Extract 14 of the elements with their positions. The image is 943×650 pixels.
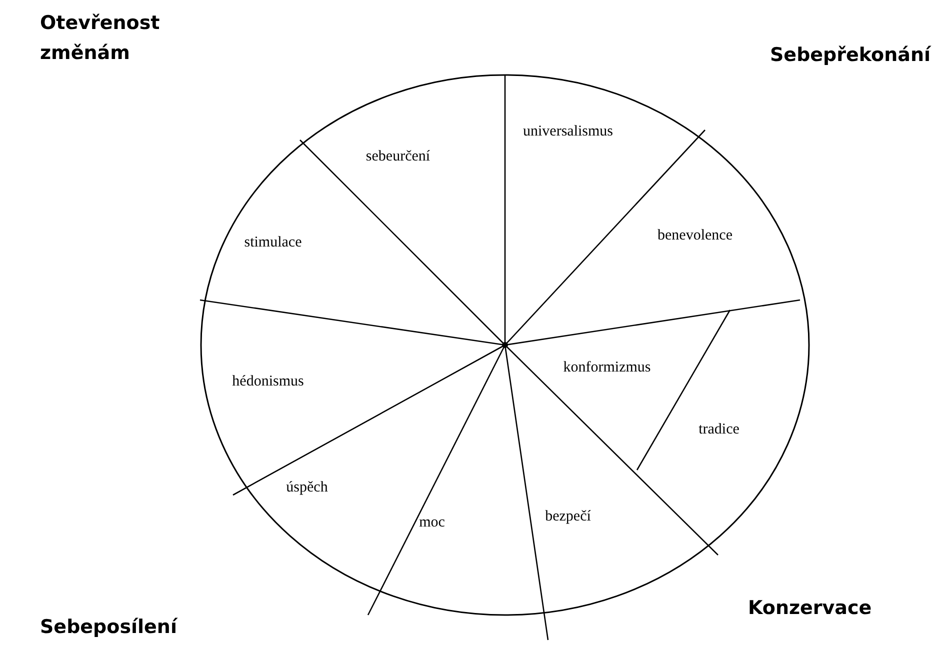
segment-label: bezpečí — [545, 508, 591, 526]
segment-label: sebeurčení — [366, 148, 430, 166]
segment-label: tradice — [698, 422, 740, 438]
segment-label: benevolence — [658, 228, 732, 244]
quadrant-heading: Konzervace — [748, 596, 872, 621]
segment-label: stimulace — [244, 234, 302, 252]
segment-label: úspěch — [286, 480, 328, 496]
quadrant-heading: Otevřenost změnám — [40, 11, 161, 66]
quadrant-heading: Sebepřekonání — [770, 43, 930, 68]
quadrant-heading: Sebeposílení — [40, 615, 177, 640]
segment-label: moc — [419, 514, 445, 532]
segment-label: konformizmus — [563, 360, 651, 376]
segment-label: hédonismus — [232, 374, 304, 390]
segment-label: universalismus — [523, 124, 613, 140]
